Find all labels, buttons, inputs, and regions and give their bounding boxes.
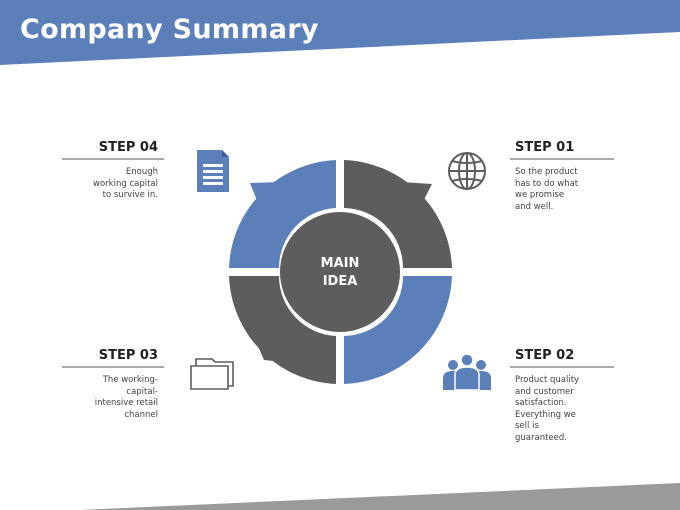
header-banner (0, 0, 680, 65)
main-idea-label: MAIN IDEA (300, 255, 380, 291)
arrow-step-04 (250, 182, 282, 213)
step-03-desc-line: The working- (102, 375, 158, 385)
step-01-desc-line: has to do what (515, 178, 579, 189)
segment-step-02 (344, 276, 452, 384)
step-01-title: STEP 01 (515, 140, 575, 155)
step-04-desc-line: working capital (93, 178, 158, 189)
center-circle (280, 212, 400, 332)
step-04-desc-line: to survive in. (102, 190, 158, 200)
step-02-desc-line: Everything we (515, 409, 576, 420)
step-02-desc-line: satisfaction. (515, 398, 567, 408)
step-01-desc-line: we promise (515, 190, 565, 200)
step-03-description: The working- capital- intensive retail c… (62, 375, 158, 421)
step-02-desc-line: Product quality (515, 375, 580, 385)
page-title: Company Summary (20, 14, 319, 45)
arrow-step-01 (401, 182, 432, 215)
step-04-title: STEP 04 (98, 140, 158, 155)
folder-icon (190, 358, 234, 390)
step-03-desc-line: intensive retail (94, 398, 158, 408)
step-04-desc-line: Enough (125, 167, 158, 177)
step-01-description: So the product has to do what we promise… (515, 167, 578, 213)
step-02-desc-line: and customer (515, 386, 574, 397)
segment-step-03 (229, 276, 336, 384)
cycle-diagram (229, 160, 452, 384)
step-03-title: STEP 03 (98, 348, 158, 363)
main-idea-line-1: MAIN (320, 256, 360, 271)
arrow-step-03 (250, 328, 282, 362)
bottom-band (80, 483, 680, 510)
main-idea-line-2: IDEA (322, 274, 358, 289)
step-03-desc-line: capital- (126, 386, 158, 397)
globe-icon (448, 152, 486, 190)
step-01-desc-line: So the product (515, 167, 578, 177)
step-02-title: STEP 02 (515, 348, 575, 363)
step-02-desc-line: guaranteed. (515, 432, 567, 443)
step-02-description: Product quality and customer satisfactio… (515, 375, 579, 444)
people-icon (443, 353, 491, 391)
document-icon (197, 150, 229, 192)
step-01-desc-line: and well. (515, 201, 554, 212)
step-02-desc-line: sell is (515, 421, 539, 431)
segment-step-01 (344, 160, 452, 268)
segment-step-04 (229, 160, 336, 268)
step-04-description: Enough working capital to survive in. (62, 167, 158, 202)
step-03-desc-line: channel (124, 409, 158, 420)
